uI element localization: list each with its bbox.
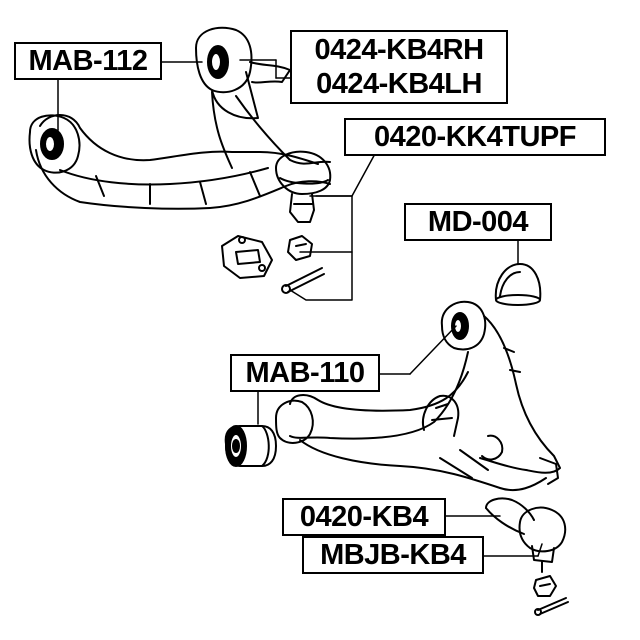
label-lower-ball-joint: MBJB-KB4 [302,536,484,574]
label-upper-arm-lh: 0424-KB4LH [316,68,482,100]
dust-boot [494,263,542,306]
label-dust-boot: MD-004 [404,203,552,241]
lower-ball-joint [485,497,569,616]
label-upper-ball-joint: 0420-KK4TUPF [344,118,606,156]
label-lower-arm: 0420-KB4 [282,498,446,536]
lower-bushing [224,312,469,467]
label-upper-arm-rh: 0424-KB4RH [314,34,484,66]
lower-control-arm [275,300,561,492]
label-upper-arm: 0424-KB4RH 0424-KB4LH [290,30,508,104]
upper-control-arm [28,26,332,223]
leader-lines [53,59,543,557]
upper-bushing [40,45,229,160]
label-lower-bushing: MAB-110 [230,354,380,392]
label-upper-bushing: MAB-112 [14,42,162,80]
upper-hardware [221,235,325,294]
